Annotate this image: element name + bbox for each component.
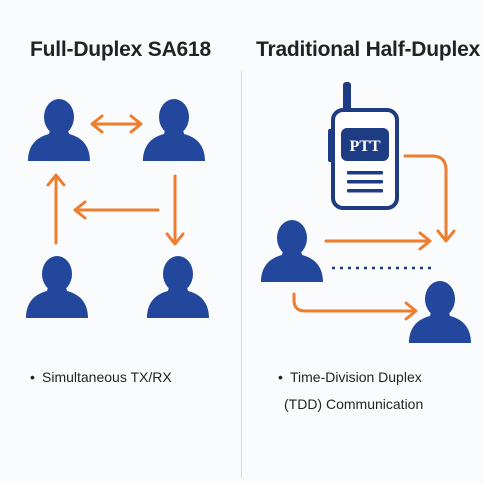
half-duplex-title: Traditional Half-Duplex (256, 38, 481, 61)
half-duplex-bullet-line2: (TDD) Communication (284, 396, 424, 412)
reply-arrow-icon (292, 292, 418, 321)
person-icon-bottom-right (147, 256, 209, 318)
arrow-left-icon (73, 200, 160, 220)
radio-to-receiver-arrow-icon (403, 154, 456, 243)
person-icon-top-right (143, 99, 205, 161)
person-icon-sender (261, 220, 323, 282)
full-duplex-title: Full-Duplex SA618 (30, 38, 211, 61)
arrow-down-icon (165, 174, 185, 246)
full-duplex-bullet-text: Simultaneous TX/RX (42, 369, 172, 385)
section-divider (241, 70, 242, 478)
walkie-talkie-icon: PTT (328, 82, 399, 210)
person-icon-receiver (409, 281, 471, 343)
transmit-arrow-icon (324, 231, 432, 251)
half-duplex-bullet-text-1: Time-Division Duplex (290, 369, 422, 385)
person-icon-top-left (28, 99, 90, 161)
bidirectional-arrow-icon (90, 114, 143, 134)
person-icon-bottom-left (26, 256, 88, 318)
arrow-up-icon (46, 173, 66, 245)
half-duplex-bullet: •Time-Division Duplex (278, 369, 422, 385)
full-duplex-bullet: •Simultaneous TX/RX (30, 369, 172, 385)
ptt-label: PTT (349, 138, 380, 155)
